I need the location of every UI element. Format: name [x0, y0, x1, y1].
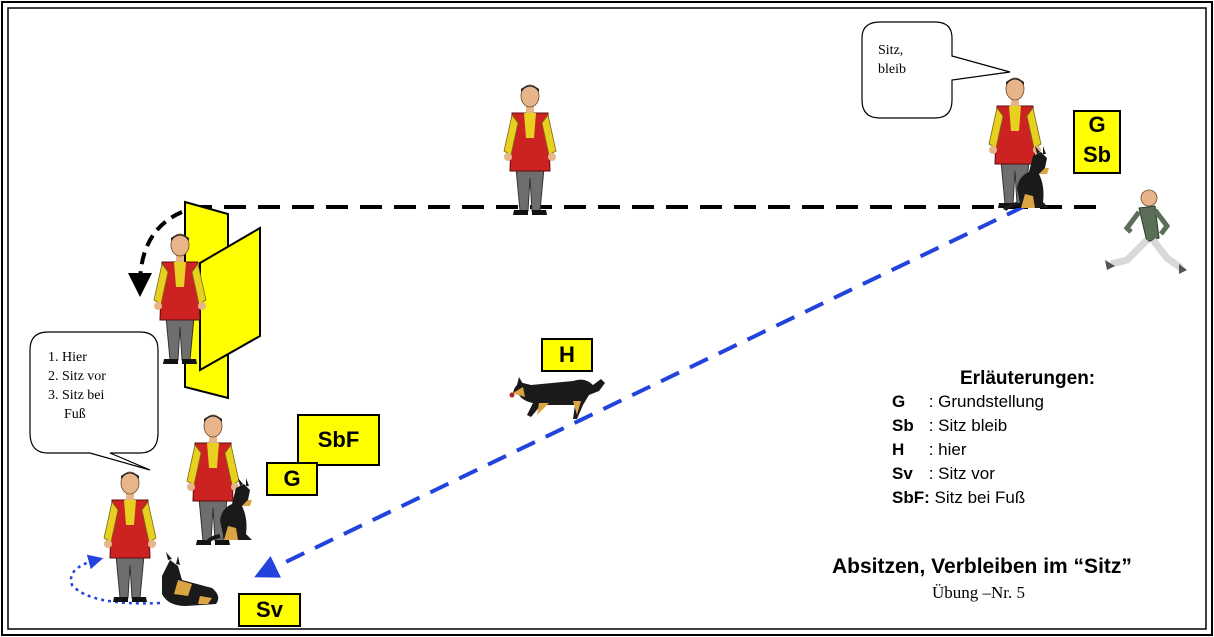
- speech-line: 2. Sitz vor: [48, 369, 106, 384]
- caption-title: Absitzen, Verbleiben im “Sitz”: [832, 555, 1132, 578]
- speech-line: 1. Hier: [48, 350, 87, 365]
- tag-g-top: G: [1073, 110, 1121, 140]
- legend-item: H : hier: [892, 440, 967, 460]
- speech-line: Sitz,: [878, 43, 904, 58]
- tag-sb-top: Sb: [1073, 140, 1121, 174]
- legend-text: Sitz bleib: [938, 416, 1008, 435]
- tag-h: H: [541, 338, 593, 372]
- tag-sbf: SbF: [297, 414, 380, 466]
- speech-bubble-bottom: 1. Hier 2. Sitz vor 3. Sitz bei Fuß: [48, 348, 156, 424]
- legend-abbr: Sv: [892, 464, 913, 483]
- legend-item: Sb : Sitz bleib: [892, 416, 1007, 436]
- legend-text: Grundstellung: [938, 392, 1045, 411]
- speech-line: bleib: [878, 62, 906, 77]
- legend-abbr: G: [892, 392, 906, 411]
- legend-abbr: SbF:: [892, 488, 930, 507]
- legend-text: hier: [938, 440, 967, 459]
- speech-line: Fuß: [64, 407, 86, 422]
- tag-g-bottom: G: [266, 462, 318, 496]
- caption-subtitle: Übung –Nr. 5: [932, 583, 1026, 602]
- legend-sep: :: [924, 416, 939, 435]
- legend-sep: :: [924, 440, 939, 459]
- legend-title: Erläuterungen:: [960, 368, 1096, 389]
- legend-item: Sv : Sitz vor: [892, 464, 995, 484]
- speech-line: 3. Sitz bei: [48, 388, 105, 403]
- legend-item: SbF: Sitz bei Fuß: [892, 488, 1025, 508]
- legend-item: G : Grundstellung: [892, 392, 1044, 412]
- legend-abbr: H: [892, 440, 905, 459]
- legend-abbr: Sb: [892, 416, 914, 435]
- legend-text: Sitz bei Fuß: [934, 488, 1026, 507]
- legend-sep: :: [924, 392, 939, 411]
- speech-bubble-top: Sitz, bleib: [878, 41, 948, 79]
- legend-text: Sitz vor: [938, 464, 995, 483]
- legend-sep: :: [924, 464, 939, 483]
- tag-sv: Sv: [238, 593, 301, 627]
